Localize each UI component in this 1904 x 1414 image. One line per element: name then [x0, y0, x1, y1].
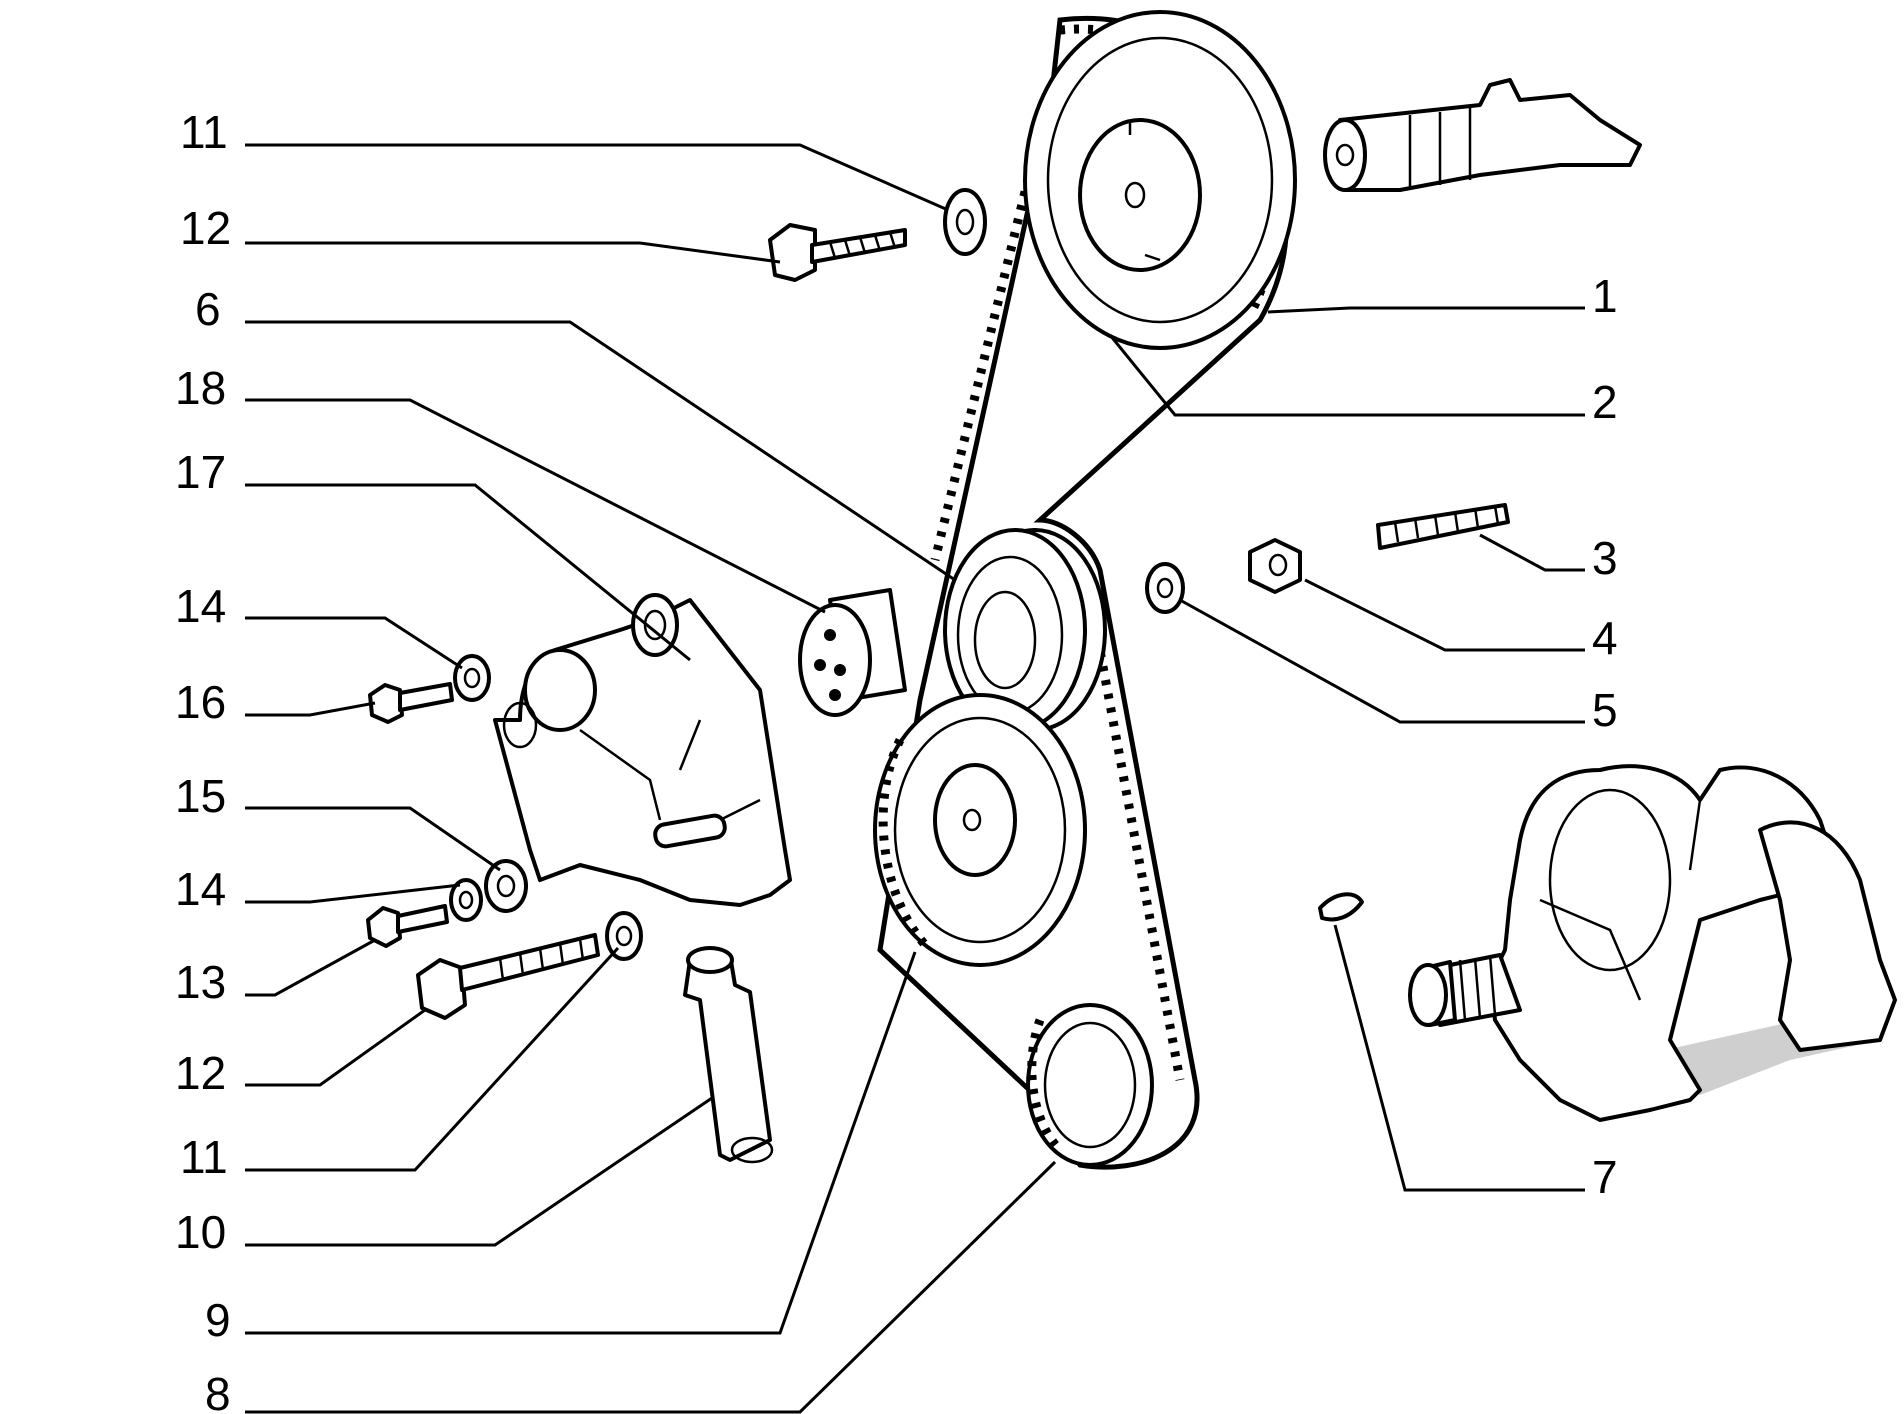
crankshaft	[1408, 764, 1897, 1122]
leader-3	[1479, 533, 1585, 572]
callout-4: 4	[1592, 612, 1618, 664]
tensioner-bracket	[493, 593, 792, 907]
leader-12-top	[245, 241, 781, 264]
leader-lines	[245, 143, 1585, 1414]
washer-15	[484, 859, 528, 913]
nut-4	[1248, 538, 1302, 594]
idler-pulley	[798, 588, 907, 717]
leader-7	[1333, 924, 1585, 1192]
washer-14-lower	[449, 878, 483, 922]
leader-14-lower	[245, 883, 461, 904]
callout-11-lower: 11	[180, 1131, 228, 1183]
stud-3	[1376, 503, 1510, 550]
callout-12-top: 12	[180, 202, 231, 254]
crankshaft-pulley	[873, 693, 1087, 967]
callout-16: 16	[175, 676, 226, 728]
leader-18	[245, 398, 826, 614]
callout-10: 10	[175, 1206, 226, 1258]
callout-2: 2	[1592, 376, 1618, 428]
leader-8	[245, 1160, 1057, 1414]
callout-15: 15	[175, 770, 226, 822]
callout-12-lower: 12	[175, 1047, 226, 1099]
bolt-12-top	[768, 223, 907, 282]
leader-6	[245, 320, 956, 582]
leader-9	[245, 951, 917, 1335]
leader-1	[1267, 306, 1585, 314]
washer-11-lower	[605, 911, 643, 961]
callout-14-lower: 14	[175, 863, 226, 915]
leader-16	[245, 701, 376, 717]
woodruff-key	[1318, 892, 1364, 922]
bolt-12-lower	[416, 933, 600, 1020]
crankshaft-gear	[1026, 1003, 1154, 1167]
callout-11-top: 11	[180, 106, 228, 158]
pin-10	[683, 946, 774, 1164]
bolt-16	[368, 682, 454, 724]
camshaft	[1323, 78, 1642, 192]
callout-14-upper: 14	[175, 580, 226, 632]
camshaft-pulley	[1023, 10, 1297, 350]
bolt-13	[366, 904, 449, 948]
callout-5: 5	[1592, 684, 1618, 736]
leader-5	[1179, 598, 1585, 724]
leader-4	[1304, 578, 1585, 652]
callout-13: 13	[175, 956, 226, 1008]
callout-3: 3	[1592, 532, 1618, 584]
leader-11-lower	[245, 946, 620, 1172]
callout-6: 6	[195, 283, 221, 335]
washer-14-upper	[453, 654, 491, 702]
callout-9: 9	[205, 1294, 231, 1346]
callout-17: 17	[175, 446, 226, 498]
leader-13	[245, 938, 376, 997]
tensioner-pulley	[943, 528, 1107, 732]
washer-5	[1145, 562, 1185, 614]
leader-10	[245, 1096, 713, 1247]
leader-14-upper	[245, 616, 463, 670]
callout-18: 18	[175, 362, 226, 414]
leader-15	[245, 806, 501, 872]
leader-12-lower	[245, 1008, 426, 1087]
leader-11-top	[245, 143, 949, 212]
leader-2	[1108, 334, 1585, 417]
leader-17	[245, 483, 691, 662]
callout-1: 1	[1592, 270, 1618, 322]
callout-8: 8	[205, 1368, 231, 1414]
callout-7: 7	[1592, 1151, 1618, 1203]
washer-11-top	[943, 188, 987, 256]
callout-labels: 11 12 6 18 17 14 16 15 14 13 12 11 10 9 …	[175, 106, 1618, 1414]
